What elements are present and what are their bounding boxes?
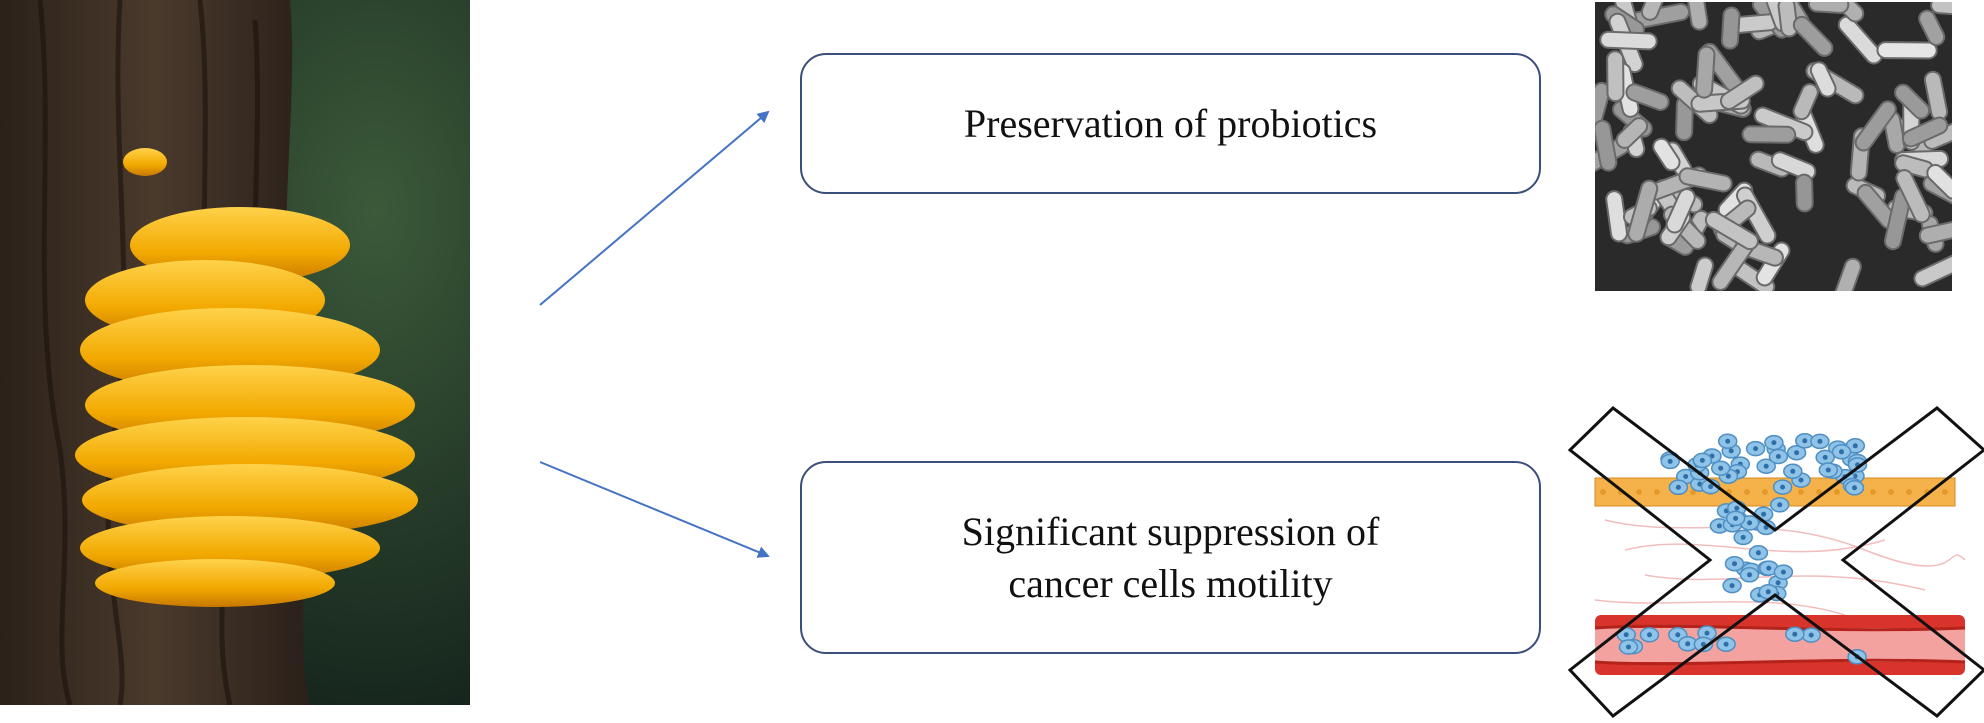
outcome-text-line: Preservation of probiotics xyxy=(963,100,1378,146)
arrow-to-suppression xyxy=(539,461,770,558)
outcome-box-preservation: Preservation of probiotics xyxy=(800,53,1541,194)
outcome-text-line: Significant suppression of xyxy=(961,508,1380,554)
mushroom-photo xyxy=(0,0,470,705)
bacteria-micrograph xyxy=(1595,2,1952,291)
outcome-box-suppression: Significant suppression of cancer cells … xyxy=(800,461,1541,654)
arrow-to-preservation xyxy=(539,110,770,306)
crossed-out-cancer-metastasis-illustration xyxy=(1567,406,1984,719)
outcome-text-line: cancer cells motility xyxy=(1008,560,1333,606)
